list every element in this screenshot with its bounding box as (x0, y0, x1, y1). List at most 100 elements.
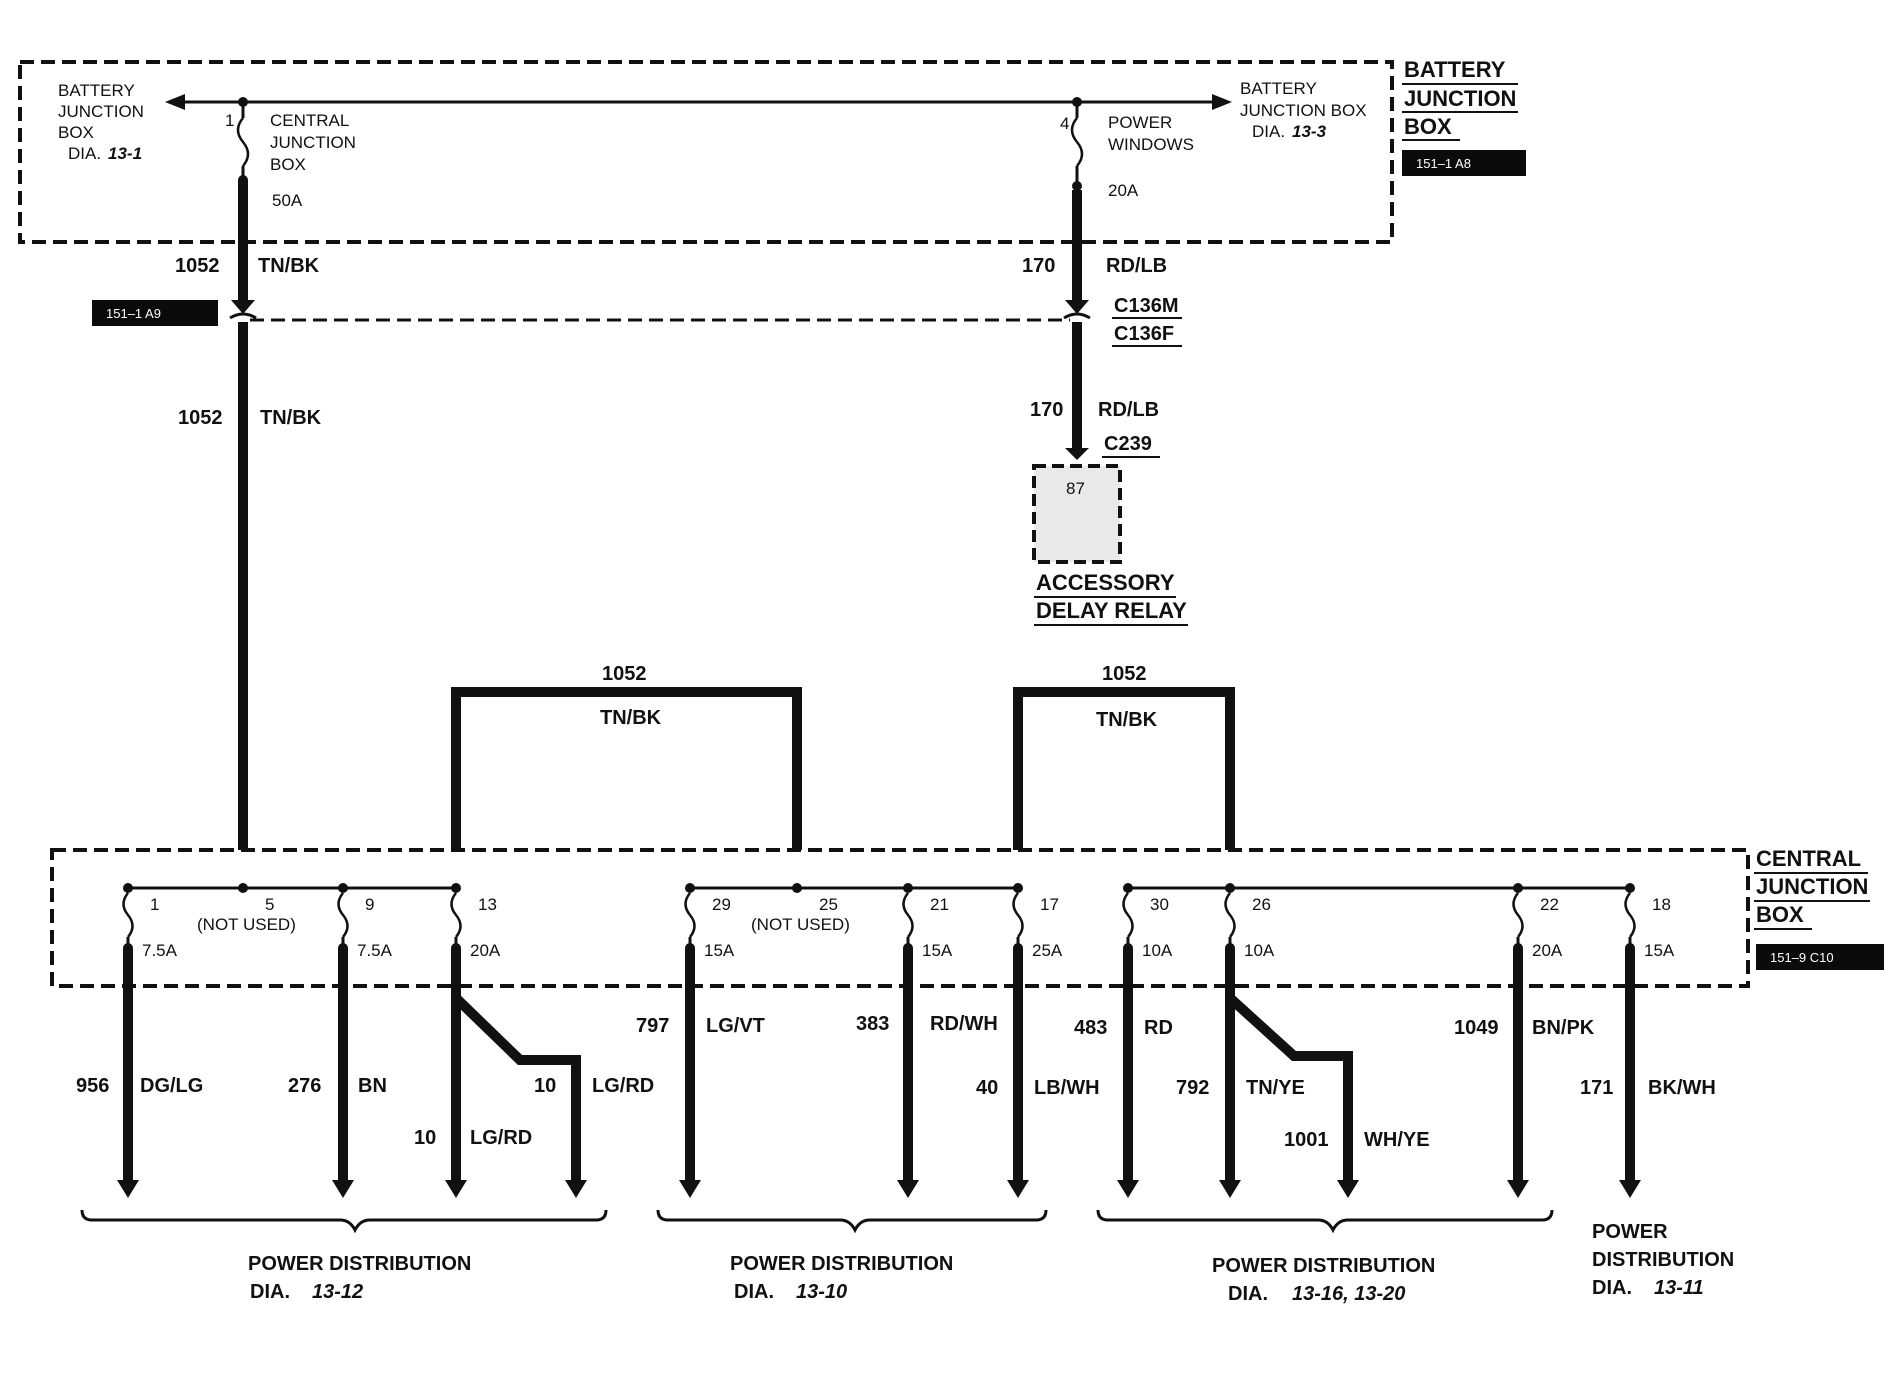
battery-jb-tag: 151–1 A8 (1416, 156, 1471, 171)
central-jb-tag: 151–9 C10 (1770, 950, 1834, 965)
output-color: RD/WH (930, 1013, 998, 1035)
feed-170-circuit-2: 170 (1030, 399, 1063, 421)
jumper-2-circuit: 1052 (1102, 663, 1147, 685)
jumper-1-color: TN/BK (600, 707, 662, 729)
fuse-4: 4 POWER WINDOWS 20A (1060, 97, 1194, 200)
fuse-num: 5 (265, 895, 274, 914)
dest-1-dia: 13-12 (312, 1281, 363, 1303)
feed-1052-circuit: 1052 (175, 255, 220, 277)
fuse-1: 7.5A 1 (122, 883, 178, 960)
output-color: RD (1144, 1017, 1173, 1039)
fuse-note: (NOT USED) (751, 915, 850, 934)
output-color: TN/YE (1246, 1077, 1305, 1099)
dest-1-dia-prefix: DIA. (250, 1281, 290, 1303)
output-color: LG/RD (470, 1127, 532, 1149)
fuse-rating: 10A (1244, 941, 1275, 960)
fuse-note: (NOT USED) (197, 915, 296, 934)
battery-junction-box: BATTERY JUNCTION BOX DIA. 13-1 BATTERY J… (18, 57, 1526, 244)
arrow-down-icon (679, 1180, 701, 1198)
output-circuit: 1001 (1284, 1129, 1329, 1151)
fuse-1-name-1: CENTRAL (270, 111, 349, 130)
battery-jb-title-3: BOX (1404, 114, 1452, 139)
arrow-down-icon (1619, 1180, 1641, 1198)
arrow-down-icon (332, 1180, 354, 1198)
battery-jb-title-2: JUNCTION (1404, 86, 1516, 111)
fuse-1-name-2: JUNCTION (270, 133, 356, 152)
fuse-num: 29 (712, 895, 731, 914)
fuse-num: 1 (150, 895, 159, 914)
fuse-5: 5(NOT USED) (197, 883, 296, 934)
arrow-down-icon (1117, 1180, 1139, 1198)
right-dia: 13-3 (1292, 122, 1327, 141)
fuse-rating: 10A (1142, 941, 1173, 960)
output-color: WH/YE (1364, 1129, 1430, 1151)
dest-2-title: POWER DISTRIBUTION (730, 1253, 953, 1275)
central-jb-title-1: CENTRAL (1756, 846, 1861, 871)
fuse-4-rating: 20A (1108, 181, 1139, 200)
fuse-1-name-3: BOX (270, 155, 306, 174)
output-color: LB/WH (1034, 1077, 1100, 1099)
feed-1052-tag: 151–1 A9 (106, 306, 161, 321)
fuse-4-name-1: POWER (1108, 113, 1172, 132)
fuse-num: 9 (365, 895, 374, 914)
dest-3-title: POWER DISTRIBUTION (1212, 1255, 1435, 1277)
feed-1052-color: TN/BK (258, 255, 320, 277)
dest-2-dia: 13-10 (796, 1281, 847, 1303)
central-jb-title-3: BOX (1756, 902, 1804, 927)
output-circuit: 792 (1176, 1077, 1209, 1099)
fuse-num: 22 (1540, 895, 1559, 914)
output-circuit: 956 (76, 1075, 109, 1097)
arrow-down-icon (565, 1180, 587, 1198)
fuse-rating: 25A (1032, 941, 1063, 960)
output-circuit: 383 (856, 1013, 889, 1035)
fuse-9: 7.5A 9 (337, 883, 393, 960)
relay-name-2: DELAY RELAY (1036, 598, 1187, 623)
output-circuit: 797 (636, 1015, 669, 1037)
fuse-rating: 7.5A (142, 941, 178, 960)
output-circuit: 10 (534, 1075, 556, 1097)
fuse-rating: 15A (922, 941, 953, 960)
arrow-down-icon (1219, 1180, 1241, 1198)
relay-name-1: ACCESSORY (1036, 570, 1175, 595)
fuse-4-num: 4 (1060, 114, 1069, 133)
arrow-down-icon (897, 1180, 919, 1198)
left-dia-prefix: DIA. (68, 144, 101, 163)
feed-170-color-2: RD/LB (1098, 399, 1159, 421)
output-color: LG/RD (592, 1075, 654, 1097)
dest-2-dia-prefix: DIA. (734, 1281, 774, 1303)
right-ref-line2: JUNCTION BOX (1240, 101, 1367, 120)
dest-4-dia: 13-11 (1654, 1277, 1704, 1299)
conn-c136m: C136M (1114, 295, 1178, 317)
fuse-25: 25(NOT USED) (751, 883, 850, 934)
fuse-29: 15A 29 (684, 883, 735, 960)
output-circuit: 483 (1074, 1017, 1107, 1039)
arrow-down-icon (445, 1180, 467, 1198)
output-wire-797: 797 LG/VT (636, 948, 765, 1198)
fuse-17: 25A 17 (1012, 883, 1063, 960)
right-dia-prefix: DIA. (1252, 122, 1285, 141)
fuse-rating: 7.5A (357, 941, 393, 960)
fuse-rating: 15A (1644, 941, 1675, 960)
arrow-down-icon (1507, 1180, 1529, 1198)
output-wire-483: 483 RD (1074, 948, 1173, 1198)
fuse-rating: 15A (704, 941, 735, 960)
fuse-num: 18 (1652, 895, 1671, 914)
output-color: LG/VT (706, 1015, 765, 1037)
dest-4-dia-prefix: DIA. (1592, 1277, 1632, 1299)
fuse-num: 25 (819, 895, 838, 914)
feed-wire-1052: 1052 TN/BK 151–1 A9 1052 TN/BK (92, 180, 322, 850)
fuse-num: 21 (930, 895, 949, 914)
destinations: POWER DISTRIBUTION DIA. 13-12 POWER DIST… (80, 1209, 1734, 1305)
output-wire-1001: 1001 WH/YE (1226, 994, 1430, 1198)
output-circuit: 276 (288, 1075, 321, 1097)
relay-pin: 87 (1066, 479, 1085, 498)
fuse-num: 17 (1040, 895, 1059, 914)
